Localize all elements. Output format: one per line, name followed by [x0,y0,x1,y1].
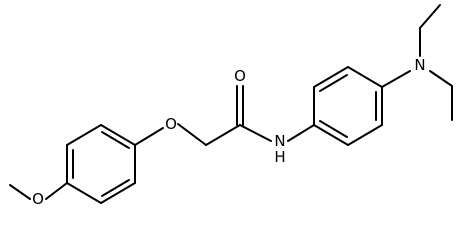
bond-ring1-c-inner [101,131,130,149]
bond-ring1-o-ether [134,127,164,146]
bond-o-ether-ch2 [177,123,207,146]
bond-ring2-e [347,124,383,146]
atom-n-amine: N [414,56,425,74]
bond-ring2-f [313,124,349,146]
bond-ring2-c [347,66,383,88]
svg-text:H: H [274,148,285,166]
bond-ring1-f [66,182,102,204]
bond-ring1-b [66,124,102,146]
bond-o-methoxy-ring1 [45,182,68,200]
atom-o-methoxy: O [32,190,44,208]
svg-text:N: N [274,132,285,150]
bond-ring1-e-inner [101,179,130,197]
bond-ring2-b [313,66,349,88]
bond-ring1-e [100,182,136,204]
bond-ring2-f-inner [319,120,348,138]
svg-text:O: O [234,67,246,85]
bond-n-amide-ring2 [287,124,315,142]
bond-ring2-b-inner [319,74,348,92]
bond-n-amine-ethyl2 [429,70,453,87]
bond-carbonyl-n-amide [239,124,272,142]
chemical-structure-diagram: O O O N H N [9,4,453,208]
bond-ch2-carbonyl [205,124,241,146]
svg-text:O: O [165,115,177,133]
atom-o-ether: O [165,115,177,133]
atom-o-carbonyl: O [234,67,246,85]
bond-methyl-o-methoxy [9,184,31,200]
bond-ethyl1-methyl [419,4,441,29]
bond-ring1-c [100,124,136,146]
svg-text:N: N [414,56,425,74]
atom-n-amide: N [274,132,285,150]
svg-text:O: O [32,190,44,208]
atom-h-amide: H [274,148,285,166]
bond-ring2-n-amine [381,70,411,88]
